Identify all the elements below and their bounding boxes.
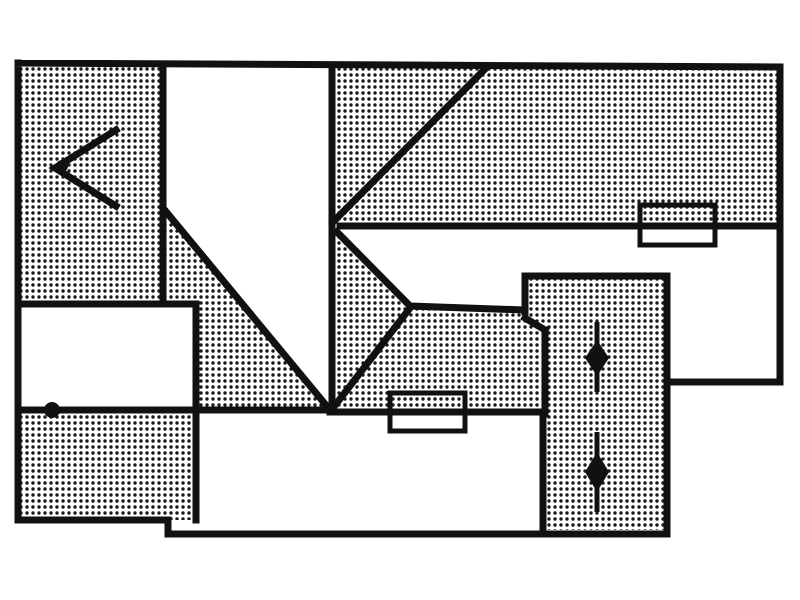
dot-marker [44,402,60,418]
left-lower-region [18,410,198,520]
left-chevron-dot [56,160,68,172]
upper-diagonal-wall [328,62,492,227]
bottom-white-box [200,414,543,530]
right-vertical-strip [527,276,667,530]
bottom-rectangle-marker [387,390,468,434]
upper-right-rectangle-marker [637,202,718,248]
center-diagonal-wall [158,203,335,415]
upper-right-region [333,67,780,224]
left-box-outline [14,300,200,524]
left-white-box [20,305,195,407]
center-white-wedge [163,67,330,410]
left-chevron-icon [48,125,121,211]
middle-dotted-region [333,228,545,414]
left-upper-region [18,63,163,302]
second-up-down-arrow-icon [585,432,609,512]
lower-diagonal-wall [328,303,415,413]
strip-outline [521,272,671,538]
up-down-arrow-icon [585,322,609,392]
